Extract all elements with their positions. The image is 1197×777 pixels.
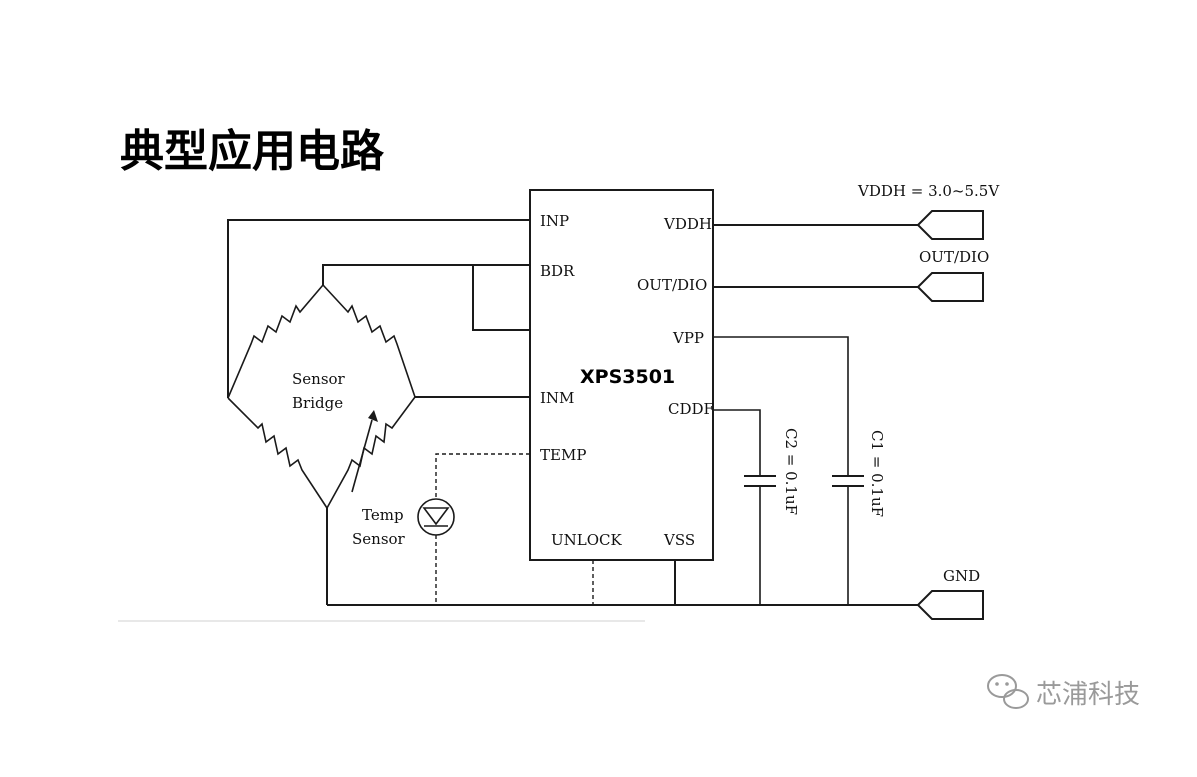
watermark-text: 芯浦科技 <box>1036 680 1140 710</box>
pin-cddf: CDDF <box>668 400 714 418</box>
temp-label-2: Sensor <box>352 530 406 548</box>
temp-label-1: Temp <box>362 506 404 524</box>
bridge-label-1: Sensor <box>292 370 346 388</box>
capacitor-c1 <box>832 475 864 487</box>
pin-inp: INP <box>540 212 569 230</box>
pin-inm: INM <box>540 389 574 407</box>
gnd-label: GND <box>943 567 980 585</box>
wire-cddf <box>713 409 761 476</box>
wire-bdr-loop <box>472 265 530 331</box>
wire-temp <box>435 453 530 500</box>
watermark: 芯浦科技 <box>987 674 1140 710</box>
c2-label: C2 = 0.1uF <box>782 428 800 515</box>
thermistor-arrow-line <box>351 419 373 493</box>
page-title: 典型应用电路 <box>120 126 385 177</box>
wechat-icon <box>987 674 1029 709</box>
connector-vddh <box>916 210 984 240</box>
thermistor-arrow-head <box>368 410 378 422</box>
wire-inp <box>227 219 530 398</box>
sensor-bridge <box>227 284 416 509</box>
ic-body <box>529 189 714 561</box>
wire-bdr <box>322 264 530 285</box>
bridge-label-2: Bridge <box>292 394 343 412</box>
capacitor-c2 <box>744 475 776 487</box>
bridge-resistor-r2 <box>322 284 416 398</box>
c1-label: C1 = 0.1uF <box>868 430 886 517</box>
connector-gnd <box>916 590 984 620</box>
bridge-resistor-r1 <box>227 284 324 399</box>
pin-bdr: BDR <box>540 262 575 280</box>
out-label: OUT/DIO <box>919 248 989 266</box>
pin-out-dio: OUT/DIO <box>637 276 707 294</box>
bridge-resistor-r4 <box>326 396 416 509</box>
temp-sensor-icon <box>417 498 455 536</box>
pin-unlock: UNLOCK <box>551 531 623 549</box>
ic-name: XPS3501 <box>580 366 675 388</box>
bridge-resistor-r3 <box>227 397 328 509</box>
pin-vpp: VPP <box>672 329 704 347</box>
pin-vss: VSS <box>663 531 695 549</box>
vddh-label: VDDH = 3.0~5.5V <box>857 182 1000 200</box>
pin-vddh: VDDH <box>663 215 712 233</box>
wire-vpp <box>713 336 849 476</box>
connector-out <box>916 272 984 302</box>
pin-temp: TEMP <box>540 446 586 464</box>
